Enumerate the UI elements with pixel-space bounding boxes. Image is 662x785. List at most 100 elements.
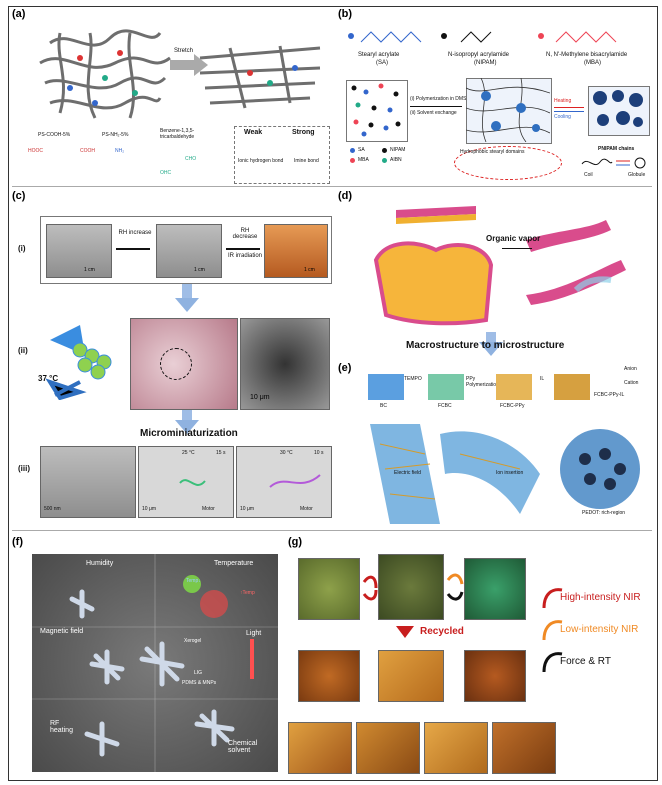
temp-25: 25 °C: [182, 450, 195, 456]
row-i-frame: [40, 216, 332, 284]
ir-irradiation: IR irradiation: [228, 253, 263, 259]
rh-arrow-1: [116, 248, 150, 250]
step-arrow: [410, 106, 462, 107]
weak-label: Weak: [244, 129, 263, 136]
chemical-label: Chemical solvent: [228, 740, 258, 754]
magnetic-label: Magnetic field: [40, 628, 84, 635]
gel-network-box: [466, 78, 552, 144]
cooling-label: Cooling: [554, 114, 571, 120]
sample-mid-3: [464, 650, 526, 702]
legend-low-nir: Low-intensity NIR: [560, 624, 639, 635]
legend-sa: SA: [358, 147, 365, 153]
fcbc-label: FCBC: [438, 403, 452, 409]
lig-label: LIG: [194, 670, 203, 676]
mat2-label: PS-NH₂-5%: [102, 132, 129, 138]
legend-aibn-dot: [382, 158, 387, 163]
photo-rh-3: [264, 224, 328, 278]
gel-network: [466, 78, 550, 142]
scale-cm-3: 1 cm: [304, 267, 315, 273]
panel-a: (a) Stretch PS-COOH-5% PS-NH₂-5% Benzene…: [10, 8, 330, 184]
coil-label: Coil: [584, 172, 593, 178]
top-arrows: [362, 573, 464, 601]
figure-frame: [8, 6, 658, 781]
temperature-label: Temperature: [214, 560, 254, 567]
scale-um-small-1: 10 μm: [142, 506, 156, 512]
bc-cube: [368, 374, 404, 400]
row-iii-label: (iii): [18, 464, 30, 473]
monomer-mix-box: [346, 80, 408, 142]
coil-globule: [581, 157, 646, 169]
row-i-label: (i): [18, 244, 26, 253]
cation-label: Cation: [624, 380, 639, 386]
chains-label: PNIPAM chains: [598, 146, 635, 152]
stretch-label: Stretch: [174, 48, 194, 54]
nh2-label: NH₂: [115, 148, 125, 154]
panel-g: (g) Recycled High-intensity NIR Low-inte…: [284, 534, 654, 778]
motor-photo-1: [138, 446, 234, 518]
network-illustration: [39, 29, 321, 119]
globule-label: Globule: [628, 172, 646, 178]
monomer-sa-abbr: (SA): [376, 60, 388, 66]
sample-top-3: [464, 558, 526, 620]
monomer-structures: [348, 31, 617, 43]
time-10s: 10 s: [314, 450, 324, 456]
sample-mid-1: [298, 650, 360, 702]
strong-sub: Imine bond: [294, 158, 319, 164]
xerogel-label: Xerogel: [184, 638, 202, 644]
panel-f: (f) Humidity Temperature ↑Temp Temp↓ Mag…: [10, 534, 282, 778]
d-down-arrow: [479, 342, 503, 356]
microminiaturization: Microminiaturization: [140, 428, 238, 439]
sample-bot-1: [288, 722, 352, 774]
scale-nm: 500 nm: [44, 506, 61, 512]
scale-um: 10 μm: [250, 394, 270, 401]
capsule-illustration: [45, 325, 112, 400]
tempo-label: TEMPO: [404, 376, 422, 382]
temp-down-label: Temp↓: [186, 578, 201, 584]
legend-aibn: AIBN: [390, 157, 402, 163]
film-illustration: [373, 206, 626, 326]
organic-vapor: Organic vapor: [486, 234, 541, 243]
light-label: Light: [246, 630, 262, 637]
fcbc-ppy-il-cube: [554, 374, 590, 400]
monomer-mba: N, N'-Methylene bisacrylamide: [546, 52, 628, 58]
heating-arrow: [554, 107, 584, 108]
legend-nipam-dot: [382, 148, 387, 153]
heating-label: Heating: [554, 98, 572, 104]
step2-label: (ii) Solvent exchange: [410, 110, 457, 116]
row-ii-label: (ii): [18, 346, 28, 355]
panel-f-label: (f): [12, 536, 23, 548]
stimuli-illustration: [32, 554, 278, 772]
stretch-arrow: [170, 60, 194, 70]
sample-bot-2: [356, 722, 420, 774]
panel-d: (d) Organic vapor Macrostructure to micr…: [336, 188, 654, 358]
vapor-arrow: [502, 248, 532, 249]
sample-top-1: [298, 558, 360, 620]
electric-field-label: Electric field: [394, 470, 421, 476]
panel-b: (b) Stearyl acrylate (SA) N-isopropyl ac…: [336, 8, 654, 180]
monomer-nipam-abbr: (NIPAM): [474, 60, 497, 66]
pedot-label: PEDOT: rich-region: [582, 510, 626, 516]
recycled-label: Recycled: [420, 626, 464, 637]
rh-decrease: RH decrease: [232, 228, 258, 240]
photo-rh-2: [156, 224, 222, 278]
panel-d-label: (d): [338, 190, 353, 202]
temp-up-label: ↑Temp: [240, 590, 255, 596]
panel-c-label: (c): [12, 190, 26, 202]
fcbc-ppy-il-label: FCBC-PPy-IL: [594, 392, 625, 398]
scale-cm-2: 1 cm: [194, 267, 205, 273]
bc-label: BC: [380, 403, 387, 409]
legend-force-rt: Force & RT: [560, 656, 611, 667]
scale-um-small-2: 10 μm: [240, 506, 254, 512]
rf-label: RF heating: [50, 720, 73, 734]
collapsed-gel: [593, 90, 643, 127]
rh-arrow-2: [226, 248, 260, 250]
ohc-label: OHC: [160, 170, 172, 176]
panel-c: (c) (i) (ii) (iii) 1 cm RH increase 1 cm…: [10, 188, 332, 528]
histology-circle: [160, 348, 192, 380]
temp-30: 30 °C: [280, 450, 293, 456]
cooh-left: HOOC: [28, 148, 43, 154]
sample-bot-3: [424, 722, 488, 774]
microscope-photo: [240, 318, 330, 410]
step1-label: (i) Polymerization in DMSO at 70 °C: [410, 96, 490, 102]
divider-top: [12, 186, 652, 187]
